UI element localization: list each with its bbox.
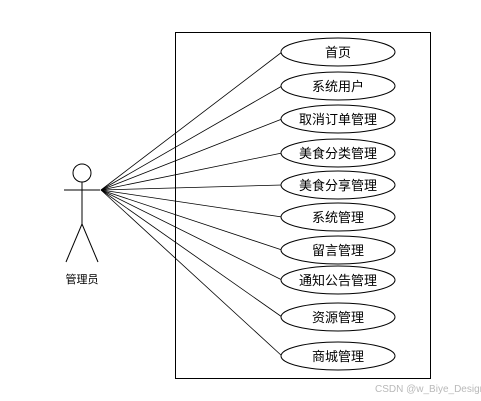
- use-case-ellipse: [280, 170, 396, 200]
- association-line: [100, 189, 283, 251]
- use-case: 系统用户: [280, 71, 396, 101]
- use-case-label: 系统管理: [312, 211, 364, 226]
- use-case-ellipse: [280, 202, 396, 232]
- use-case-label: 美食分类管理: [299, 146, 377, 162]
- use-case-label: 首页: [325, 46, 351, 61]
- association-line: [100, 85, 283, 191]
- watermark: CSDN @w_Biye_Desigr: [375, 384, 481, 395]
- actor-left-leg: [65, 223, 83, 263]
- use-case-label: 商城管理: [312, 350, 364, 365]
- use-case-ellipse: [280, 138, 396, 168]
- use-case-ellipse: [280, 302, 396, 332]
- use-case-ellipse: [280, 37, 396, 67]
- use-case-ellipse: [280, 265, 396, 295]
- use-case-label: 取消订单管理: [299, 113, 377, 128]
- use-case: 商城管理: [280, 341, 396, 371]
- association-line: [100, 118, 283, 191]
- use-case: 美食分类管理: [280, 138, 396, 168]
- use-case: 美食分享管理: [280, 170, 396, 200]
- use-case: 取消订单管理: [280, 104, 396, 134]
- use-case-ellipse: [280, 341, 396, 371]
- actor-head: [72, 163, 92, 183]
- use-case: 留言管理: [280, 235, 396, 265]
- system-boundary: [175, 32, 431, 379]
- use-case: 资源管理: [280, 302, 396, 332]
- association-line: [100, 189, 283, 281]
- use-case-label: 资源管理: [312, 311, 364, 326]
- use-case-label: 美食分享管理: [299, 178, 377, 194]
- use-case-list: 首页系统用户取消订单管理美食分类管理美食分享管理系统管理留言管理通知公告管理资源…: [280, 37, 396, 371]
- actor-right-leg: [81, 223, 99, 263]
- association-lines: [100, 51, 283, 357]
- association-line: [100, 189, 283, 318]
- association-line: [100, 189, 283, 218]
- use-case: 通知公告管理: [280, 265, 396, 295]
- use-case-label: 系统用户: [312, 79, 364, 95]
- use-case-ellipse: [280, 235, 396, 265]
- use-case-ellipse: [280, 71, 396, 101]
- association-line: [100, 152, 283, 191]
- association-line: [100, 189, 283, 357]
- actor-label: 管理员: [66, 272, 99, 286]
- use-case: 系统管理: [280, 202, 396, 232]
- use-case-label: 留言管理: [312, 244, 364, 259]
- actor-figure: [64, 163, 100, 263]
- association-line: [100, 51, 283, 191]
- association-line: [100, 184, 283, 191]
- use-case: 首页: [280, 37, 396, 67]
- use-case-label: 通知公告管理: [299, 273, 377, 289]
- use-case-ellipse: [280, 104, 396, 134]
